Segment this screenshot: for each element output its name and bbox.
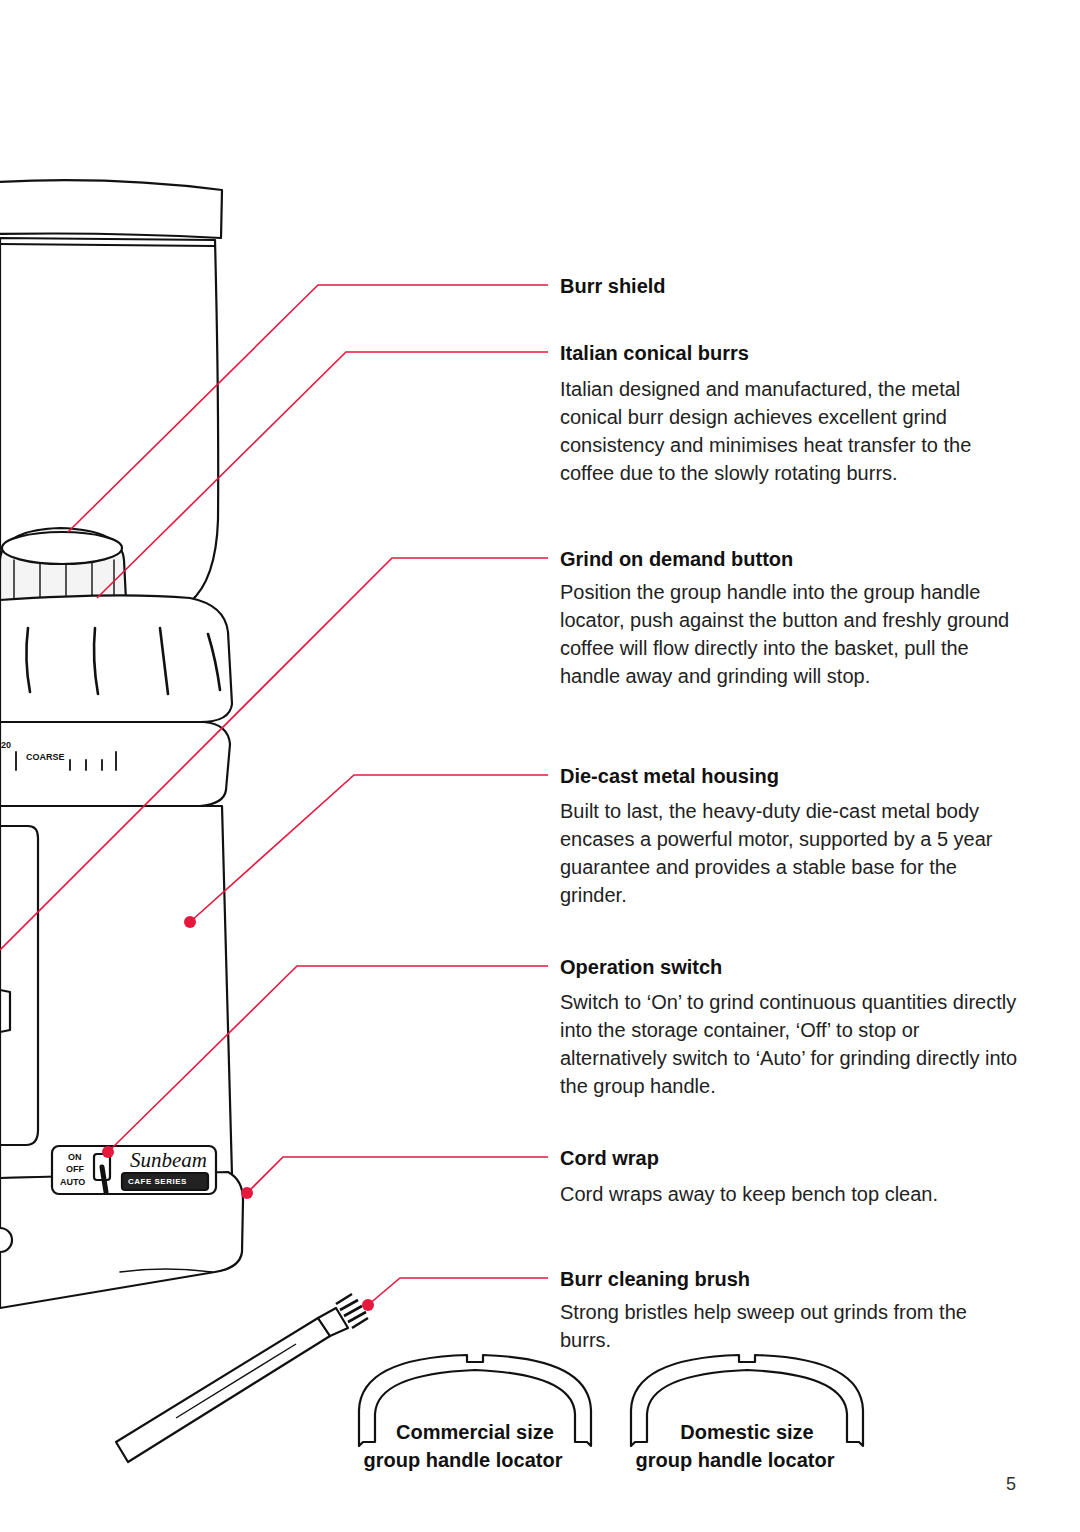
- brand-logo: Sunbeam: [130, 1149, 207, 1171]
- callout-description: Italian designed and manufactured, the m…: [560, 375, 1020, 487]
- dial-number: 20: [1, 740, 11, 750]
- callout-heading: Grind on demand button: [560, 547, 793, 571]
- page-number: 5: [1006, 1474, 1016, 1494]
- callout-description: Cord wraps away to keep bench top clean.: [560, 1180, 1020, 1208]
- locator-shape: Commercial size group handle locator: [355, 1352, 595, 1478]
- switch-label: ON: [68, 1152, 82, 1162]
- callout-heading: Cord wrap: [560, 1146, 659, 1170]
- locator-caption: Commercial size group handle locator: [358, 1418, 568, 1474]
- dial-label: COARSE: [26, 752, 65, 762]
- callout-heading: Burr shield: [560, 274, 666, 298]
- callout-description: Built to last, the heavy-duty die-cast m…: [560, 797, 1020, 909]
- callout-heading: Operation switch: [560, 955, 722, 979]
- callout-description: Switch to ‘On’ to grind continuous quant…: [560, 988, 1020, 1100]
- callout-heading: Italian conical burrs: [560, 341, 749, 365]
- switch-label: OFF: [66, 1164, 84, 1174]
- switch-label: AUTO: [60, 1177, 85, 1187]
- callout-description: Strong bristles help sweep out grinds fr…: [560, 1298, 1020, 1354]
- locator-caption: Domestic size group handle locator: [630, 1418, 840, 1474]
- locator-shape: Domestic size group handle locator: [627, 1352, 867, 1478]
- callout-heading: Burr cleaning brush: [560, 1267, 750, 1291]
- series-badge: CAFE SERIES: [128, 1177, 187, 1187]
- callout-description: Position the group handle into the group…: [560, 578, 1020, 690]
- callout-heading: Die-cast metal housing: [560, 764, 779, 788]
